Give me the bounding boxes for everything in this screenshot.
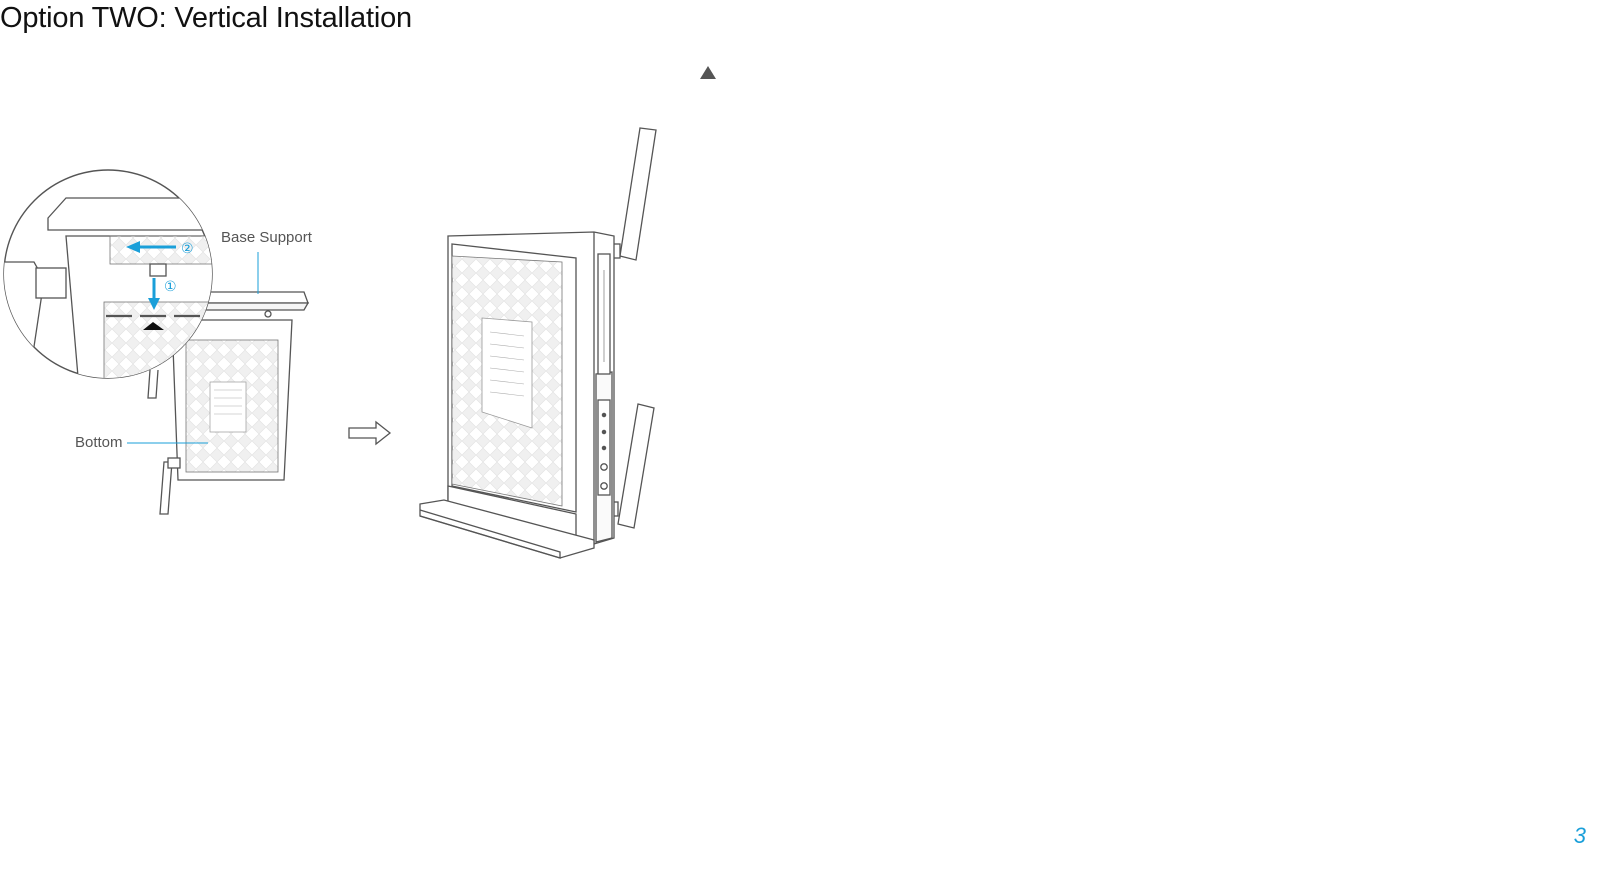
step-1-label: ① [164,279,177,295]
page-number: 3 [1574,823,1586,849]
step-2-label: ② [181,241,194,257]
arrow-right-outline-icon [349,422,390,444]
base-support-callout: Base Support [221,229,312,246]
device-vertical-view [420,128,656,558]
bottom-callout: Bottom [75,434,123,451]
